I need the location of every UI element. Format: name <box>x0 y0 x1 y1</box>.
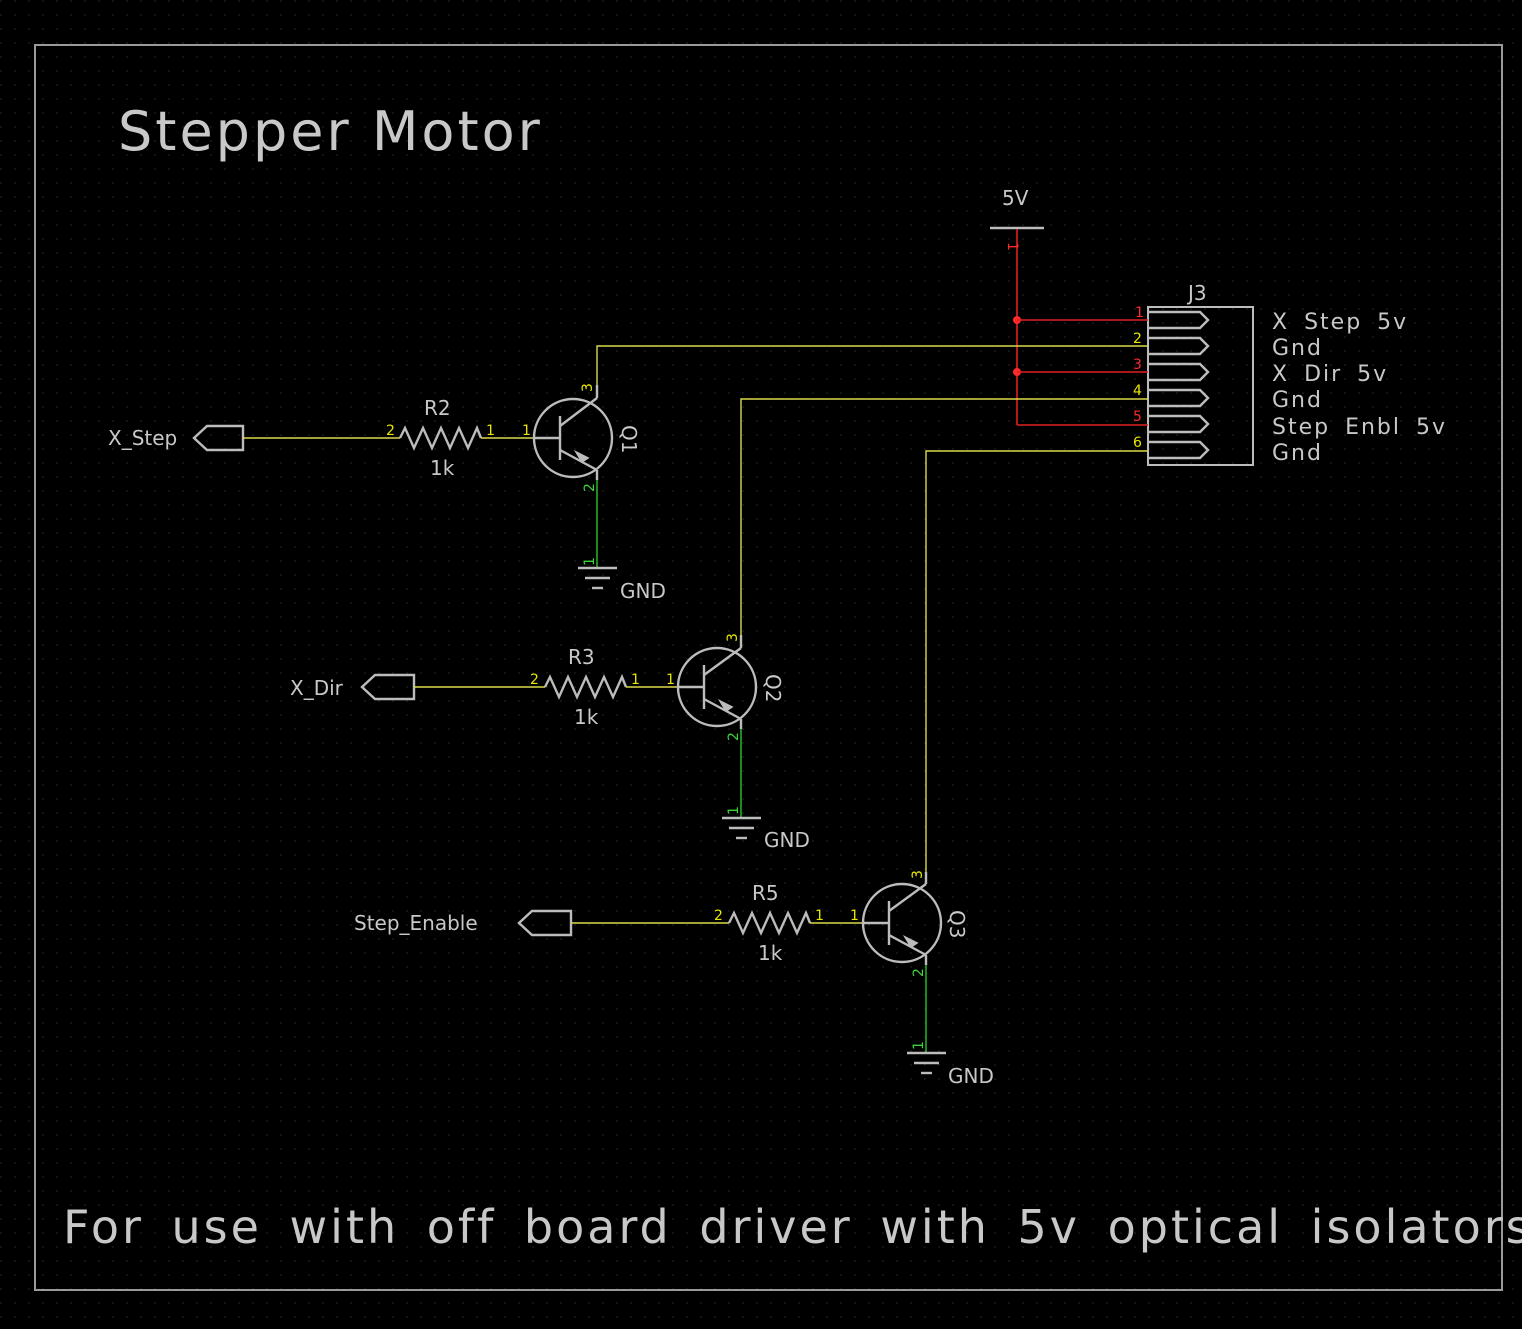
stage-1: X_Step 2 R2 1k 1 1 Q1 3 2 1 GND <box>108 383 666 603</box>
connector-pin-5: 5 <box>1133 409 1142 425</box>
resistor-ref-r2: R2 <box>424 396 451 420</box>
svg-text:3: 3 <box>910 870 926 879</box>
ground-symbol-3 <box>907 1051 946 1075</box>
transistor-ref-q2: Q2 <box>761 674 785 702</box>
wire-q2-collector <box>740 398 1148 635</box>
input-label-x-step: X_Step <box>108 426 177 450</box>
transistor-ref-q1: Q1 <box>617 425 641 453</box>
resistor-r5 <box>727 909 812 936</box>
connector-label-2: Gnd <box>1272 336 1323 361</box>
svg-text:2: 2 <box>582 483 598 492</box>
svg-text:2: 2 <box>714 908 723 924</box>
ground-symbol-1 <box>578 566 617 590</box>
svg-text:1: 1 <box>850 908 859 924</box>
footer-note: For use with off board driver with 5v op… <box>63 1200 1522 1254</box>
schematic-title: Stepper Motor <box>118 100 543 163</box>
connector-pin-1: 1 <box>1135 305 1144 321</box>
stage-3: Step_Enable 2 R5 1k 1 1 Q3 3 2 1 GND <box>354 870 994 1088</box>
resistor-value-r2: 1k <box>430 456 455 480</box>
input-label-x-dir: X_Dir <box>290 676 344 700</box>
svg-text:2: 2 <box>911 968 927 977</box>
ground-label-3: GND <box>948 1064 994 1088</box>
resistor-r2 <box>398 424 483 451</box>
connector-label-1: X Step 5v <box>1272 310 1408 335</box>
resistor-value-r5: 1k <box>758 941 783 965</box>
connector-label-5: Step Enbl 5v <box>1272 415 1447 440</box>
connector-pin-2: 2 <box>1133 331 1142 347</box>
resistor-value-r3: 1k <box>574 705 599 729</box>
svg-text:1: 1 <box>815 908 824 924</box>
power-5v-symbol: 5V 1 <box>990 186 1044 425</box>
connector-ref: J3 <box>1186 281 1207 305</box>
transistor-q1 <box>532 385 614 480</box>
connector-pin-3: 3 <box>1133 357 1142 373</box>
resistor-ref-r3: R3 <box>568 645 595 669</box>
ground-label-2: GND <box>764 828 810 852</box>
connector-pin-4: 4 <box>1133 383 1142 399</box>
svg-text:1: 1 <box>486 423 495 439</box>
ground-label-1: GND <box>620 579 666 603</box>
svg-text:2: 2 <box>530 672 539 688</box>
wire-q3-collector <box>925 450 1148 872</box>
svg-text:1: 1 <box>911 1041 927 1050</box>
svg-text:3: 3 <box>580 383 596 392</box>
connector-pin-6: 6 <box>1133 435 1142 451</box>
svg-text:3: 3 <box>725 633 741 642</box>
svg-text:2: 2 <box>386 423 395 439</box>
connector-label-4: Gnd <box>1272 388 1323 413</box>
wire-q1-collector <box>596 345 1148 385</box>
ground-symbol-2 <box>722 816 761 840</box>
sheet-frame <box>34 44 1503 1291</box>
svg-text:1: 1 <box>522 423 531 439</box>
connector-body <box>1147 306 1254 466</box>
transistor-q2 <box>676 635 758 729</box>
connector-label-3: X Dir 5v <box>1272 362 1388 387</box>
connector-j3: J3 1 2 3 4 5 6 X Step 5v Gnd X Dir 5v Gn… <box>1133 281 1447 466</box>
svg-text:2: 2 <box>726 732 742 741</box>
resistor-r3 <box>543 673 628 700</box>
power-label: 5V <box>1002 186 1029 210</box>
power-pin-number: 1 <box>1004 242 1020 251</box>
svg-text:1: 1 <box>666 672 675 688</box>
connector-label-6: Gnd <box>1272 441 1323 466</box>
resistor-ref-r5: R5 <box>752 881 779 905</box>
transistor-ref-q3: Q3 <box>945 910 969 938</box>
svg-text:1: 1 <box>631 672 640 688</box>
transistor-q3 <box>861 872 943 965</box>
svg-text:1: 1 <box>582 557 598 566</box>
stage-2: X_Dir 2 R3 1k 1 1 Q2 3 2 1 GND <box>290 633 810 852</box>
svg-text:1: 1 <box>726 806 742 815</box>
input-label-step-enable: Step_Enable <box>354 911 478 935</box>
